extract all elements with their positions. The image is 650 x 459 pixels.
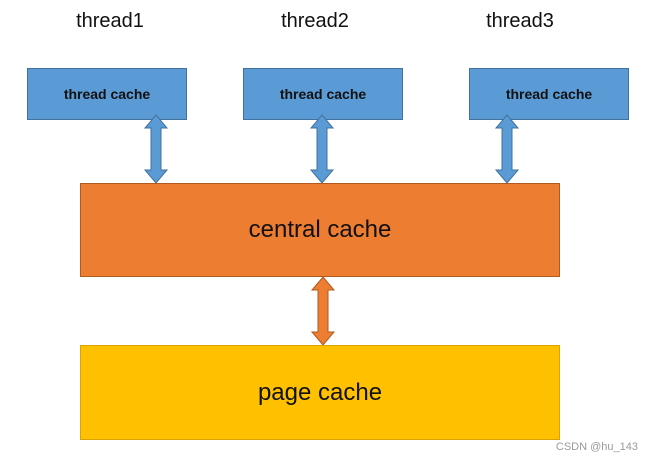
thread3-label: thread3 [486, 10, 554, 32]
thread1-label: thread1 [76, 10, 144, 32]
double-arrow-thread3-central [494, 114, 520, 184]
watermark: CSDN @hu_143 [555, 441, 638, 453]
thread2-label: thread2 [281, 10, 349, 32]
thread-cache-2-label: thread cache [279, 86, 367, 102]
thread-cache-2: thread cache [243, 68, 403, 120]
thread-cache-3: thread cache [469, 68, 629, 120]
double-arrow-thread2-central [309, 114, 335, 184]
central-cache-label: central cache [248, 216, 392, 243]
page-cache-label: page cache [257, 378, 383, 406]
double-arrow-thread1-central [143, 114, 169, 184]
thread-cache-3-label: thread cache [505, 86, 593, 102]
thread-cache-1-label: thread cache [63, 86, 151, 102]
thread-cache-1: thread cache [27, 68, 187, 120]
page-cache-box: page cache [80, 345, 560, 440]
double-arrow-central-page [310, 276, 336, 346]
central-cache-box: central cache [80, 183, 560, 277]
